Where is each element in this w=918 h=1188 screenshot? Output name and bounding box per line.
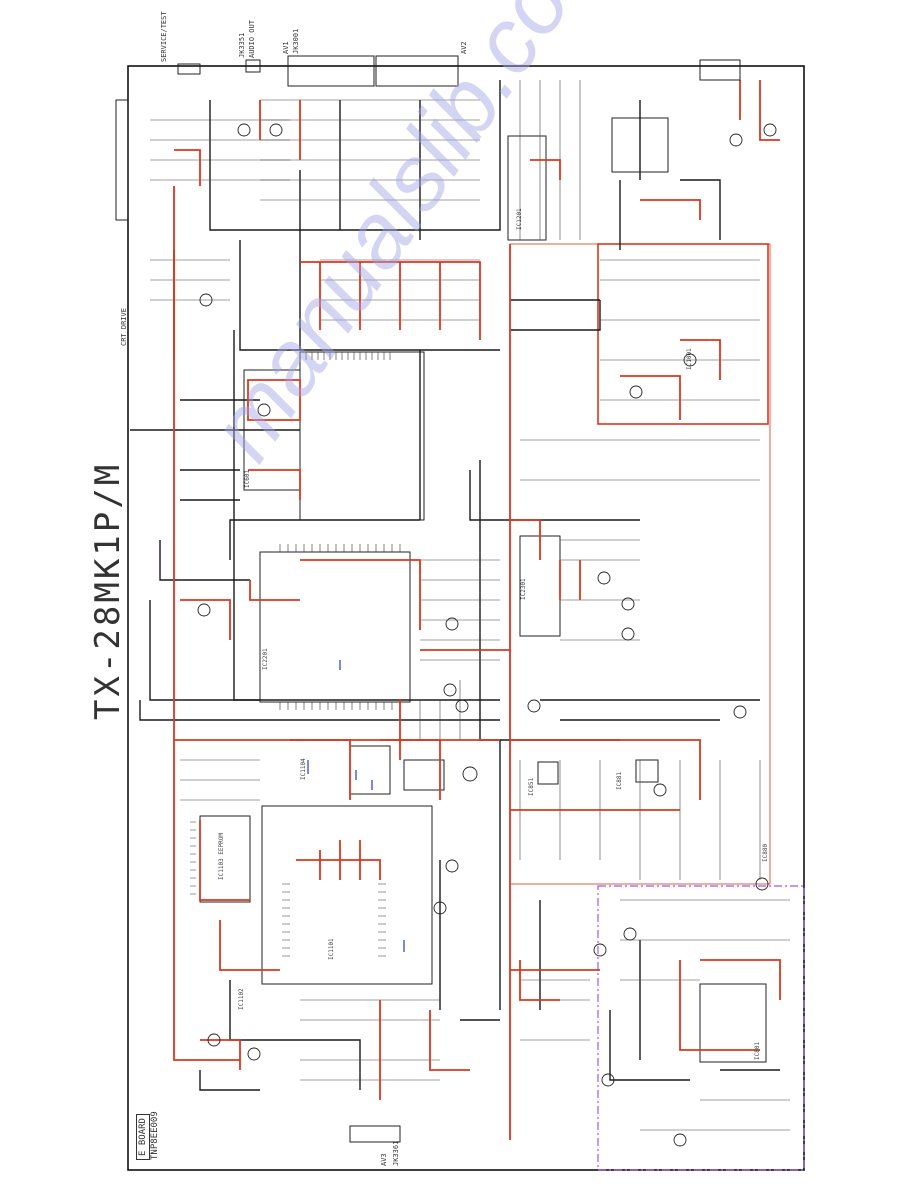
sheet-frame — [127, 65, 805, 1171]
av1-jack-block — [287, 55, 375, 87]
crt-drive-label: CRT DRIVE — [120, 308, 128, 346]
chip-ic601: IC601 — [244, 469, 251, 488]
board-part-number: TNP8EE009 — [150, 1111, 160, 1160]
ic-block-10 — [537, 761, 559, 785]
signal-wires — [130, 80, 780, 1091]
chip-ic1201: IC1201 — [516, 208, 523, 230]
ic-block-11 — [635, 759, 659, 783]
ground-markers — [307, 660, 405, 952]
left-pin-header — [115, 99, 129, 221]
chip-ic1102: IC1102 — [238, 988, 245, 1010]
av3-ref: JK3361 — [392, 1140, 400, 1166]
ic-bodies — [199, 117, 767, 1063]
audio-out-label: AUDIO OUT — [248, 20, 256, 58]
chip-ic880: IC880 — [762, 843, 769, 862]
ic-block-7 — [699, 983, 767, 1063]
chip-ic1104: IC1104 — [300, 758, 307, 780]
ic-block-5 — [199, 815, 251, 903]
ic-pins — [190, 352, 401, 957]
ic-block-14 — [261, 805, 433, 985]
ic-block-12 — [507, 135, 547, 241]
av2-label: AV2 — [460, 41, 468, 54]
thin-wires — [150, 80, 790, 1131]
chip-ic881: IC881 — [616, 771, 623, 790]
right-connector — [699, 59, 741, 81]
chip-ic2201: IC2201 — [262, 648, 269, 670]
ic-block-9 — [349, 745, 391, 795]
power-traces — [173, 80, 781, 1140]
chip-ic801: IC801 — [754, 1041, 761, 1060]
chip-ic1101: IC1101 — [328, 938, 335, 960]
audio-out-jack — [245, 59, 261, 73]
chip-ic1001: IC1001 — [686, 348, 693, 370]
av1-label: AV1 — [282, 41, 290, 54]
chip-ic1103: IC1103 EEPROM — [218, 833, 225, 880]
components — [197, 123, 777, 1147]
ic-block-3 — [259, 551, 411, 703]
hot-side-box — [597, 885, 805, 1171]
connectors — [115, 55, 741, 1143]
av3-label: AV3 — [380, 1153, 388, 1166]
schematic-title: TX-28MK1P/M — [88, 461, 128, 720]
av2-jack-block — [375, 55, 459, 87]
service-test-label: SERVICE/TEST — [160, 11, 168, 62]
av3-jack-block — [349, 1125, 401, 1143]
av1-ref: JK3001 — [292, 28, 300, 54]
chip-ic2301: IC2301 — [520, 578, 527, 600]
power-region-box — [597, 243, 769, 425]
audio-out-ref: JK3351 — [238, 32, 246, 58]
chip-ic851: IC851 — [528, 777, 535, 796]
ic-block-13 — [403, 759, 445, 791]
board-name: E BOARD — [136, 1114, 150, 1160]
service-connector — [177, 63, 201, 75]
